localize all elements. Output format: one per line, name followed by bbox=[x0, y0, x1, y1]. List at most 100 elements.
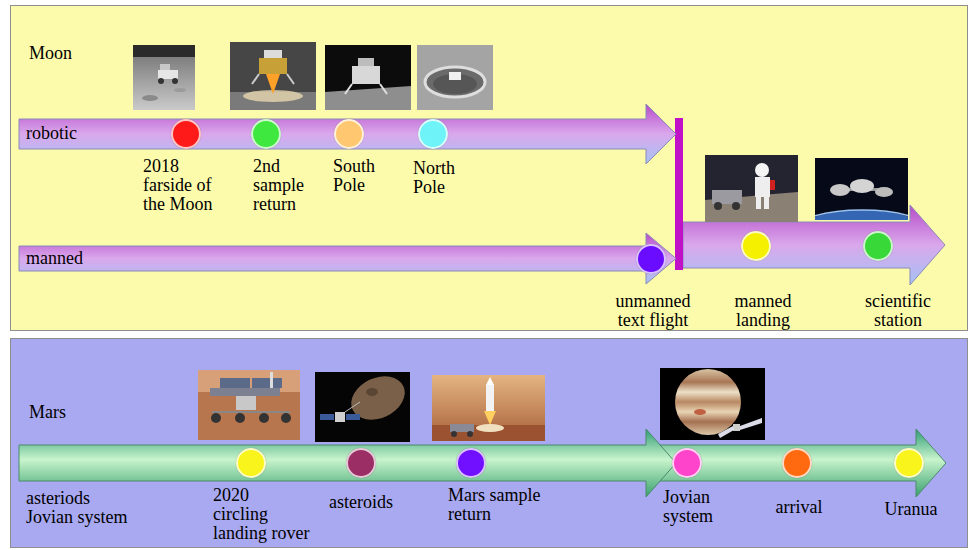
photo-wheel bbox=[281, 413, 291, 423]
photo-leg bbox=[287, 74, 294, 84]
photo-wheel bbox=[714, 202, 722, 210]
photo-rover bbox=[210, 388, 280, 396]
photo-rocket bbox=[486, 377, 494, 385]
photo-lander bbox=[352, 66, 380, 84]
photo-astronaut bbox=[755, 163, 769, 177]
north-pole-photo bbox=[417, 45, 493, 110]
photo-solar-panel bbox=[740, 418, 762, 430]
photo-crater bbox=[366, 388, 378, 396]
photo-wheel bbox=[235, 413, 245, 423]
milestone-dot: unmanned text flight bbox=[636, 244, 666, 274]
milestone-dot: 2020circling landing rover bbox=[236, 448, 266, 478]
track-label: asteriods Jovian system bbox=[26, 489, 141, 527]
moon-station-photo bbox=[815, 158, 908, 220]
text-block: robotic bbox=[26, 124, 126, 143]
photo-dome bbox=[830, 184, 850, 196]
photo-crater bbox=[425, 67, 485, 97]
moon-panel: 2018farside of the Moon 2nd sample return… bbox=[10, 5, 968, 331]
text-block: Moon bbox=[29, 44, 119, 63]
milestone-dot: asteroids bbox=[346, 448, 376, 478]
photo-wheel bbox=[451, 431, 457, 437]
photo-sky bbox=[325, 45, 411, 110]
deep-space-track: 2020circling landing rover asteroids Mars … bbox=[19, 426, 946, 498]
track-label: manned bbox=[26, 249, 126, 268]
photo-astronaut bbox=[756, 197, 761, 209]
photo-lander bbox=[264, 50, 282, 58]
text-block: 2nd sample return bbox=[253, 157, 318, 214]
jupiter-photo bbox=[660, 368, 765, 440]
text-block: scientific station bbox=[853, 292, 943, 330]
mars-panel: 2020circling landing roverasteroidsMars … bbox=[10, 338, 968, 548]
photo-dome bbox=[850, 179, 874, 193]
photo-boom bbox=[345, 402, 360, 412]
phase-divider-bar bbox=[675, 118, 683, 270]
photo-flame bbox=[266, 74, 280, 94]
milestone-dot: Uranua bbox=[894, 448, 924, 478]
milestone-label: North Pole bbox=[413, 159, 468, 197]
photo-mast bbox=[270, 372, 273, 388]
photo-rover bbox=[160, 64, 170, 70]
photo-solar-panel bbox=[320, 414, 334, 420]
photo-lander bbox=[259, 58, 287, 74]
year-label: 2018 bbox=[143, 157, 223, 176]
photo-ground bbox=[133, 45, 195, 110]
year-label: 2020 bbox=[213, 486, 319, 505]
milestone-label: asteroids bbox=[329, 493, 409, 512]
photo-rover bbox=[450, 424, 474, 432]
text-block: South Pole bbox=[333, 157, 388, 195]
milestone-dot: 2018farside of the Moon bbox=[171, 119, 201, 149]
photo-ground bbox=[417, 45, 493, 110]
milestone-label: 2nd sample return bbox=[253, 157, 318, 214]
photo-astronaut bbox=[770, 180, 775, 190]
track-shape bbox=[19, 231, 676, 287]
photo-leg bbox=[345, 84, 352, 94]
photo-ground bbox=[432, 425, 545, 441]
text-block: manned bbox=[26, 249, 126, 268]
panel-title: Moon bbox=[29, 44, 119, 63]
text-block: asteriods Jovian system bbox=[26, 489, 141, 527]
manned-landing-photo bbox=[705, 155, 798, 222]
mars-rover-photo bbox=[198, 370, 300, 440]
milestone-dot: South Pole bbox=[334, 119, 364, 149]
track-arrow bbox=[19, 233, 676, 284]
photo-asteroid bbox=[344, 372, 410, 428]
sample-return-photo bbox=[230, 42, 316, 110]
photo-sky bbox=[432, 375, 545, 441]
milestone-label: Mars sample return bbox=[448, 486, 558, 524]
photo-wheel bbox=[172, 78, 178, 84]
text-block: 2018farside of the Moon bbox=[143, 157, 223, 214]
photo-red-spot bbox=[694, 409, 706, 415]
photo-crater bbox=[142, 95, 158, 101]
panel-title: Mars bbox=[29, 403, 119, 422]
milestone-dot: 2nd sample return bbox=[251, 119, 281, 149]
photo-dome bbox=[875, 187, 893, 197]
milestone-label: Jovian system bbox=[663, 488, 733, 526]
milestone-dot: North Pole bbox=[418, 119, 448, 149]
photo-wheel bbox=[467, 431, 473, 437]
photo-solar-panel bbox=[346, 414, 360, 420]
photo-leg bbox=[252, 74, 259, 84]
text-block: Jovian system bbox=[663, 488, 733, 526]
photo-solar-panel bbox=[718, 426, 734, 438]
photo-crater bbox=[174, 88, 186, 92]
milestone-label: South Pole bbox=[333, 157, 388, 195]
milestone-label: unmanned text flight bbox=[603, 292, 703, 330]
text-block: unmanned text flight bbox=[603, 292, 703, 330]
photo-ground bbox=[198, 370, 300, 440]
track-arrow bbox=[19, 104, 676, 164]
milestone-label: arrival bbox=[759, 498, 839, 517]
text-block: Mars sample return bbox=[448, 486, 558, 524]
milestone-dot: Jovian system bbox=[672, 448, 702, 478]
milestone-label: scientific station bbox=[853, 292, 943, 330]
manned-track: unmanned text flight manned bbox=[19, 231, 676, 287]
milestone-dot: Mars sample return bbox=[456, 448, 486, 478]
photo-lander bbox=[449, 72, 461, 80]
photo-rocket bbox=[486, 385, 494, 411]
text-block: 2020circling landing rover bbox=[213, 486, 319, 543]
robotic-track: 2018farside of the Moon 2nd sample return… bbox=[19, 101, 676, 167]
milestone-dot: manned landing bbox=[741, 231, 771, 261]
photo-flame bbox=[484, 411, 496, 425]
photo-sky bbox=[705, 155, 798, 222]
milestone-label: circling landing rover bbox=[213, 505, 319, 543]
